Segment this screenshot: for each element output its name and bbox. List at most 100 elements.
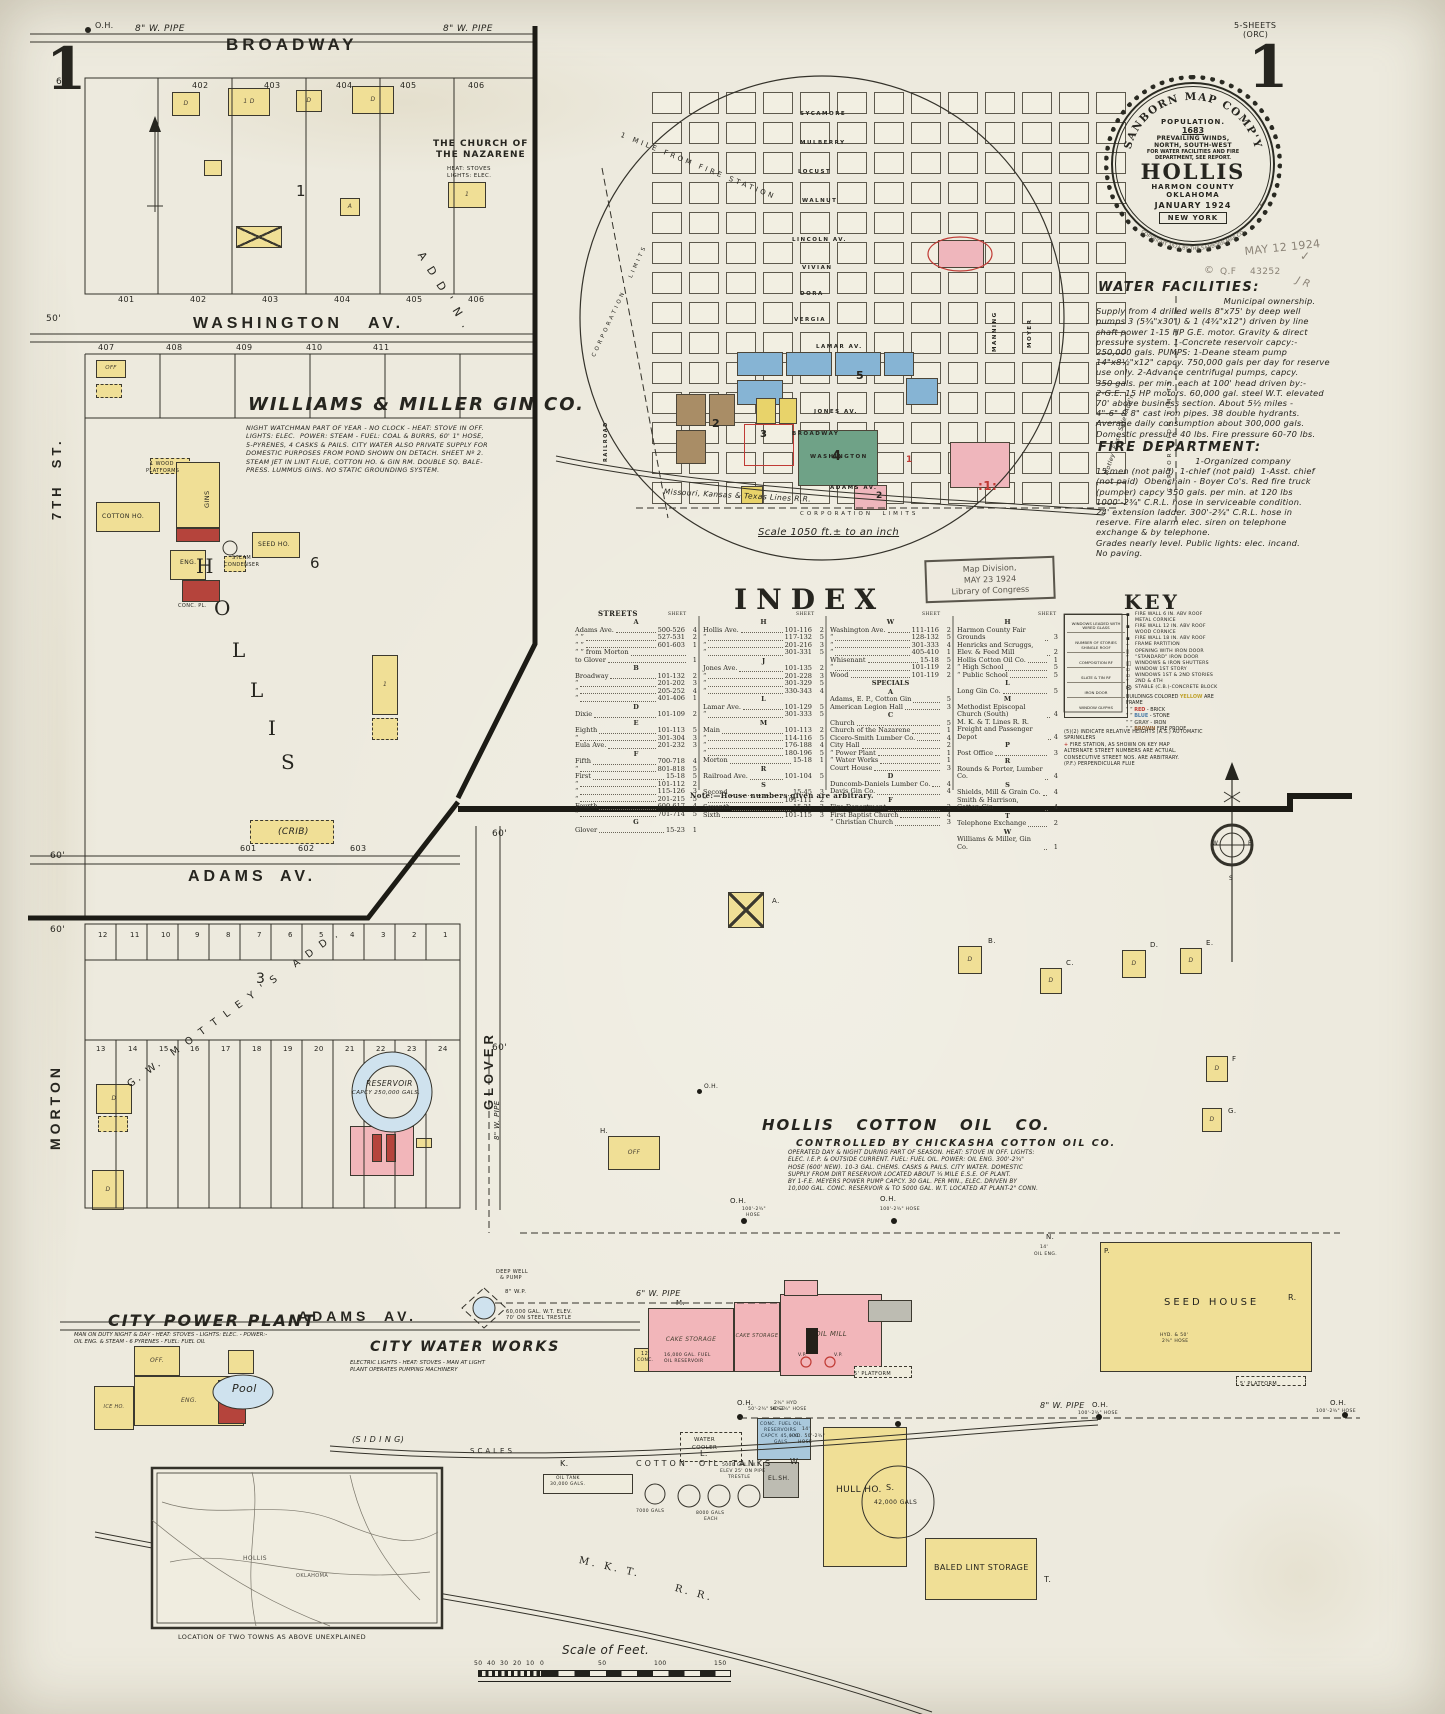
building: 1 D <box>228 88 270 116</box>
map-label: HOSE <box>798 1440 813 1445</box>
keymap-block <box>911 122 941 144</box>
map-label: THE CHURCH OF <box>433 139 529 149</box>
text-line: exchange & by telephone. <box>1096 527 1211 538</box>
gin-title: WILLIAMS & MILLER GIN CO. <box>248 394 585 415</box>
map-label: A. <box>772 897 780 905</box>
map-label: H <box>196 554 214 578</box>
building: 1 <box>448 182 486 208</box>
text-line: 350 gals. per min. each at 100' head dri… <box>1096 377 1307 388</box>
keymap-block <box>911 152 941 174</box>
map-label: 4 <box>350 931 355 939</box>
map-label: E <box>1248 840 1253 847</box>
keymap-block <box>652 272 682 294</box>
building: D <box>352 86 394 114</box>
map-label: 21 <box>345 1045 355 1053</box>
keymap-block <box>985 122 1015 144</box>
map-label: VERGIA <box>794 317 827 323</box>
text-line: use only. 2-Advance centrifugal pumps, c… <box>1096 367 1299 378</box>
building <box>98 1116 128 1132</box>
keymap-block <box>1022 92 1052 114</box>
keymap-block <box>985 302 1015 324</box>
map-label: S. <box>886 1483 895 1492</box>
water-facilities-text: Municipal ownership.Supply from 4 drille… <box>1096 296 1330 439</box>
key-symbol-icon: “ <box>1126 679 1130 686</box>
keymap-block <box>874 92 904 114</box>
seal-population-label: POPULATION. <box>1160 118 1226 126</box>
keymap-block <box>1059 152 1089 174</box>
map-label: CORPORATION LIMITS <box>591 243 649 359</box>
key-entry: ▪FIRE WALL 12 IN. ABV ROOF <box>1126 624 1206 631</box>
map-label: 100'-2¾" <box>742 1207 766 1212</box>
map-label: 70' ON STEEL TRESTLE <box>506 1315 572 1321</box>
keymap-block <box>1059 422 1089 444</box>
oil-co-text: OPERATED DAY & NIGHT DURING PART OF SEAS… <box>788 1150 1038 1194</box>
keymap-block <box>652 302 682 324</box>
keymap-block <box>652 362 682 384</box>
map-label: O <box>214 596 231 620</box>
map-label: 6" W. PIPE <box>636 1289 681 1298</box>
index-section-letter: T <box>1005 811 1010 820</box>
text-line: BY 1-F.E. MEYERS POWER PUMP CAPCY. 30 GA… <box>788 1179 1018 1186</box>
keymap-block <box>763 212 793 234</box>
key-color-entry: “ “ BROWN FIRE PROOF <box>1126 726 1187 733</box>
keymap-block <box>874 302 904 324</box>
index-entry: Long Gin Co.5 <box>957 686 1058 695</box>
building <box>697 1089 702 1094</box>
map-label: © <box>1204 265 1215 276</box>
building <box>386 1134 396 1162</box>
keymap-block <box>874 392 904 414</box>
map-label: HYD. & 50' <box>1160 1333 1189 1338</box>
keymap-block <box>726 152 756 174</box>
text-line: 24' extension ladder. 300'-2¾" C.R.L. ho… <box>1096 507 1293 518</box>
map-label: 50' <box>46 314 62 324</box>
text-line: NIGHT WATCHMAN PART OF YEAR - NO CLOCK -… <box>246 424 484 432</box>
index-section-letter: SPECIALS <box>871 679 910 687</box>
map-label: 1 WOOD <box>150 461 174 467</box>
keymap-block <box>874 242 904 264</box>
keymap-colored-block <box>906 378 938 405</box>
building-label: CAKE STORAGE <box>665 1335 717 1343</box>
building-label: D <box>1131 959 1137 967</box>
text-line: 4"-6" & 8" cast iron pipes. 38 double hy… <box>1096 408 1300 419</box>
building <box>728 892 764 928</box>
map-label: 408 <box>166 343 183 352</box>
keymap-block <box>1096 302 1126 324</box>
keymap-block <box>1059 272 1089 294</box>
building <box>176 528 220 542</box>
building-label: D <box>183 99 189 107</box>
keymap-colored-block <box>744 424 794 466</box>
keymap-block <box>763 332 793 354</box>
text-line: (pumper) capcy 350 gals. per min. at 120… <box>1096 486 1293 497</box>
street-label-washington: WASHINGTON <box>193 315 343 332</box>
keymap-block <box>837 332 867 354</box>
map-label: MOYER <box>1027 318 1033 348</box>
key-sample-line: IRON DOOR <box>1067 690 1125 698</box>
map-label: THE NAZARENE <box>436 150 526 160</box>
map-label: LINCOLN AV. <box>792 237 847 243</box>
map-label: 402 <box>192 81 209 90</box>
text-line: LIGHTS: ELEC. POWER: STEAM - FUEL: COAL … <box>246 432 484 441</box>
map-label: 2¾" HOSE <box>1162 1339 1189 1344</box>
map-label: 2¾" HYD <box>774 1401 798 1406</box>
building: D <box>172 92 200 116</box>
keymap-block <box>652 92 682 114</box>
map-label: (S I D I N G) <box>352 1435 405 1444</box>
keymap-block <box>689 212 719 234</box>
seal-city: HOLLIS <box>1140 159 1246 184</box>
hull-house-label: HULL HO. <box>836 1485 882 1495</box>
keymap-block <box>948 152 978 174</box>
keymap-block <box>837 242 867 264</box>
keymap-colored-block <box>756 398 776 424</box>
building <box>236 226 282 248</box>
